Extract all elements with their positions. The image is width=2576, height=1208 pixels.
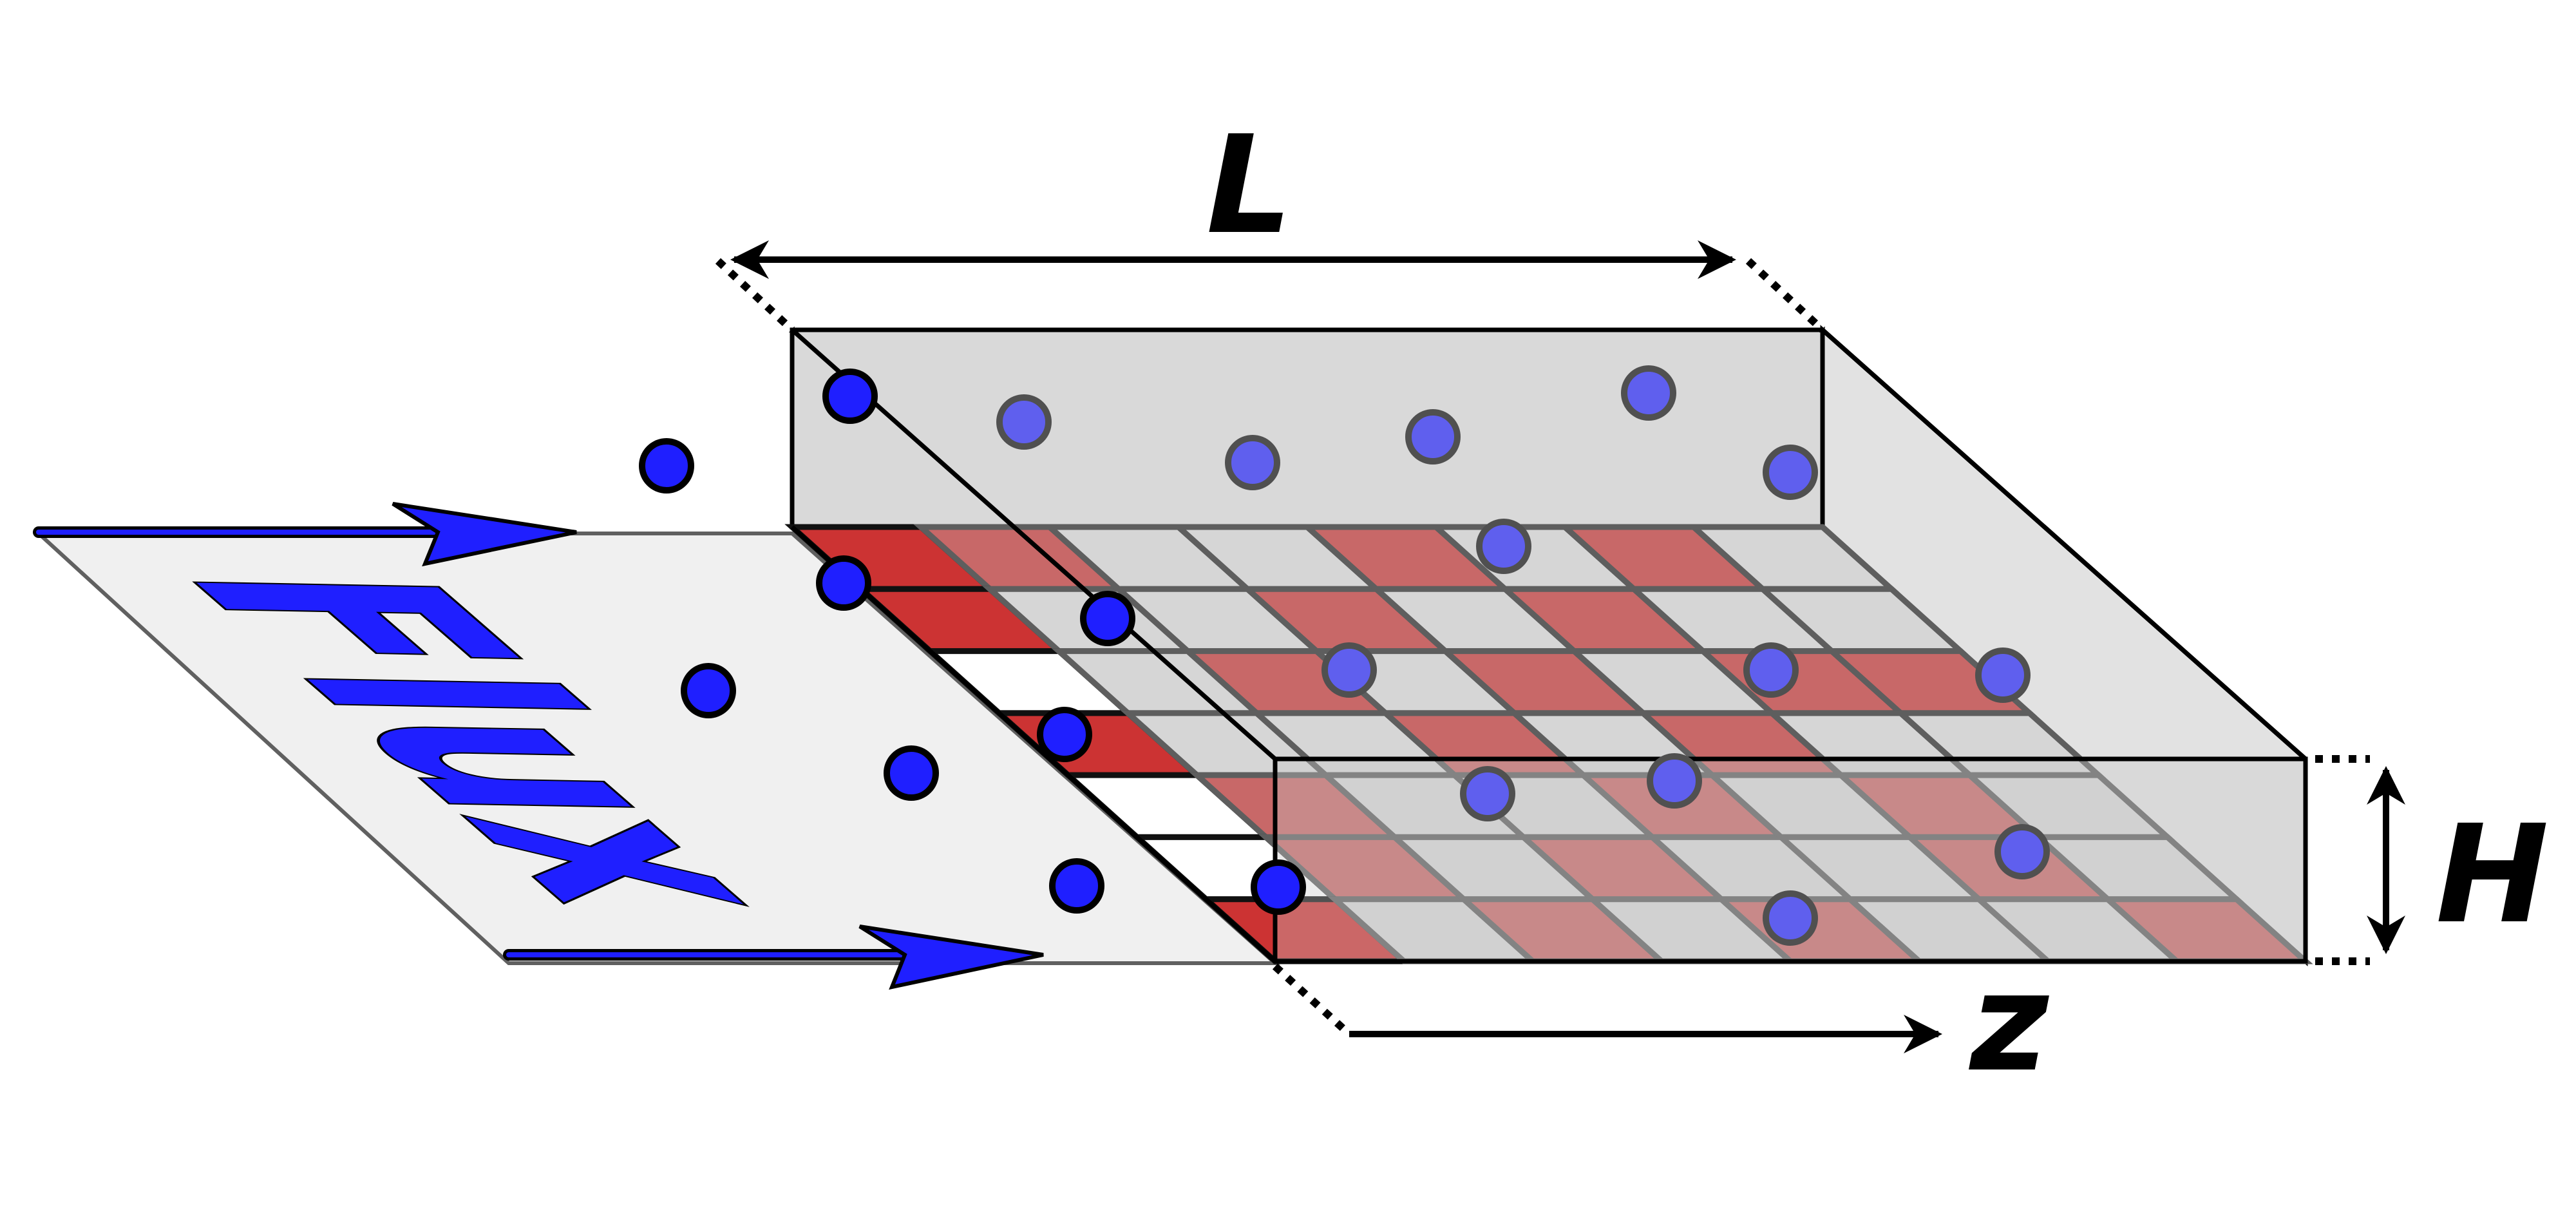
length-dim-dots-right [1745, 258, 1826, 333]
particle [996, 394, 1052, 450]
particle [1080, 591, 1135, 646]
box-back-wall [790, 327, 1825, 530]
particle [1621, 365, 1676, 421]
particle [884, 745, 939, 801]
z-axis-label: z [1969, 944, 2050, 1102]
height-label: H [2436, 796, 2549, 954]
particle [1321, 642, 1377, 698]
particle [1251, 859, 1306, 915]
particle [1225, 435, 1280, 490]
particle [1049, 858, 1104, 914]
particle [681, 663, 736, 718]
particle [822, 369, 878, 424]
particle [1743, 642, 1799, 698]
particle [1994, 824, 2050, 879]
particles [639, 365, 2050, 946]
particle [1037, 707, 1092, 762]
box-bottom-left-edge [790, 525, 1277, 963]
particle [1460, 766, 1515, 821]
particle [1647, 753, 1702, 809]
box-top-right-edge [1821, 328, 2307, 761]
particle [1763, 445, 1818, 500]
particle [1975, 647, 2031, 703]
particle [816, 555, 871, 611]
flux-arrow-top [33, 502, 577, 567]
length-dim-dots-left [715, 258, 795, 333]
particle [1405, 409, 1461, 465]
flux-arrow-bottom [503, 925, 1044, 990]
z-axis-dots [1272, 963, 1352, 1037]
particle [639, 438, 694, 494]
particle [1476, 519, 1531, 574]
length-label: L [1206, 106, 1293, 264]
particle [1763, 890, 1818, 946]
